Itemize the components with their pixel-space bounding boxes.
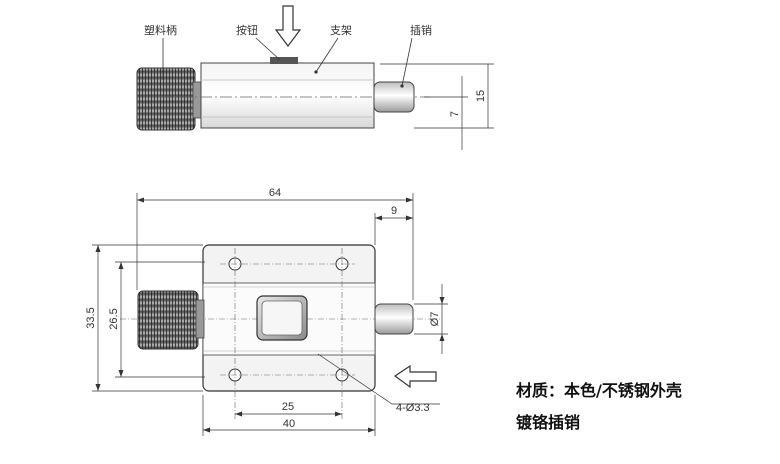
side-button-tab: [270, 57, 298, 64]
dim-total-length: 64: [269, 187, 281, 199]
front-knob: [137, 290, 199, 350]
dim-side-pin-offset: 7: [449, 111, 461, 117]
material-line-1: 材质：本色/不锈钢外壳: [516, 381, 682, 400]
dim-pin-extension: 9: [391, 205, 397, 217]
front-view: 64 9 33.5 26.5 Ø7 25 40 4-Ø3.3: [85, 187, 448, 436]
dim-side-height: 15: [475, 90, 487, 102]
left-arrow: [393, 364, 437, 389]
label-pin: 插销: [410, 23, 432, 37]
mounting-holes: [228, 257, 349, 382]
dim-base-width: 40: [283, 418, 295, 430]
down-arrow: [274, 5, 302, 47]
dim-height-inner: 26.5: [108, 308, 120, 329]
label-button: 按钮: [236, 23, 258, 37]
dim-height-outer: 33.5: [85, 307, 97, 328]
dim-holes: 4-Ø3.3: [396, 402, 430, 414]
side-pin: [373, 81, 415, 113]
label-bracket: 支架: [330, 24, 352, 37]
front-pin: [374, 303, 414, 335]
dim-hole-pitch: 25: [282, 401, 294, 413]
dim-pin-diameter: Ø7: [429, 312, 441, 327]
side-bracket-body: [200, 62, 375, 129]
label-plastic-handle: 塑料柄: [144, 23, 177, 37]
side-knob: [136, 67, 196, 131]
side-view: 塑料柄 按钮 支架 插销 15 7: [136, 5, 494, 150]
material-line-2: 镀铬插销: [516, 413, 580, 432]
